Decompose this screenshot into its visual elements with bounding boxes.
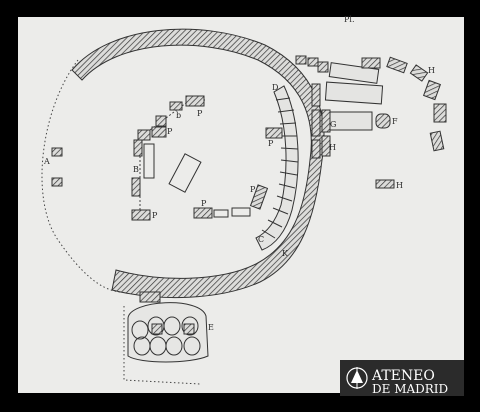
stone-block [265, 127, 283, 139]
label-p: P [197, 109, 203, 118]
label-h: H [329, 143, 336, 152]
label-b: B [133, 165, 139, 174]
label-a: A [43, 157, 50, 166]
dotted-enclosure [41, 59, 121, 293]
label-p: P [268, 139, 274, 148]
label-h: H [396, 181, 403, 190]
watermark-line2: DE MADRID [372, 382, 448, 396]
stone-block [51, 177, 63, 187]
stone-block [213, 209, 229, 218]
stone-block [133, 139, 143, 157]
watermark: ATENEO DE MADRID [340, 360, 464, 396]
label-k: K [282, 249, 289, 258]
stone-block [249, 184, 269, 210]
stone-block [137, 129, 151, 141]
entrance-passage [295, 55, 447, 189]
label-h: H [428, 66, 435, 75]
label-e: E [208, 323, 214, 332]
stone-block [231, 207, 251, 217]
stone-block [151, 126, 167, 138]
paper-sheet [18, 17, 464, 393]
label-p: P [152, 211, 158, 220]
crest-icon [346, 367, 368, 389]
stone-block [185, 95, 205, 107]
label-p: P [250, 185, 256, 194]
label-d: D [272, 83, 278, 92]
label-p: P [167, 127, 173, 136]
label-g: G [330, 120, 336, 129]
label-p: P [201, 199, 207, 208]
stone-block [193, 207, 213, 219]
cluster-e [123, 302, 209, 385]
central-slab [168, 153, 202, 193]
inner-slab [143, 143, 155, 179]
label-c: C [258, 235, 264, 244]
watermark-line1: ATENEO [371, 368, 435, 384]
stone-block [51, 147, 63, 157]
stone-block [131, 177, 141, 197]
stone-block [169, 101, 183, 111]
main-curved-wall [71, 28, 325, 299]
stone-block [139, 291, 161, 303]
label-f: F [392, 117, 398, 126]
stone-block [155, 115, 167, 127]
stone-block [131, 209, 151, 221]
plate-mark: Pl. [344, 15, 354, 24]
ribbed-wall-section [255, 85, 299, 251]
label-b-lower: b [176, 111, 181, 120]
